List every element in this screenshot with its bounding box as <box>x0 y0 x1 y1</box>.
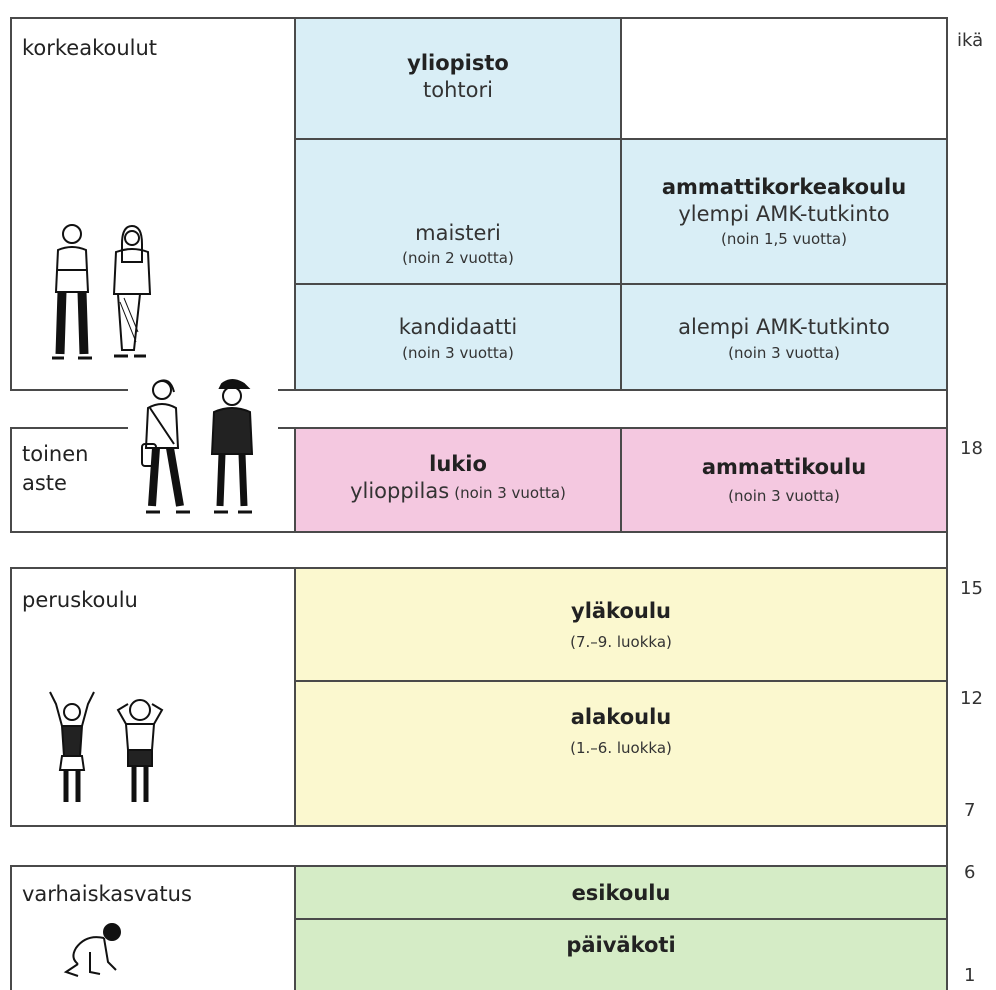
university-students-illustration <box>52 224 152 360</box>
basic-school-kids-illustration <box>49 691 164 802</box>
cell-esikoulu: esikoulu <box>296 867 946 918</box>
divider-yliopisto-amk <box>620 17 622 390</box>
secondary-bottom <box>10 531 947 533</box>
label-varhaiskasvatus: varhaiskasvatus <box>22 882 192 906</box>
maisteri-text: maisteri <box>415 220 501 245</box>
basic-divider <box>294 567 296 827</box>
early-fill <box>295 866 947 990</box>
top-border <box>10 17 947 19</box>
yliopisto-fill <box>295 18 621 138</box>
higher-bottom-right <box>278 389 947 391</box>
kandidaatti-text: kandidaatti <box>398 315 518 340</box>
lukio-title: lukio <box>429 452 487 477</box>
alakoulu-title: alakoulu <box>570 705 672 729</box>
yliopisto-title: yliopisto <box>407 50 509 75</box>
amk-title: ammattikorkeakoulu <box>661 174 907 199</box>
row-line-maisteri <box>294 283 947 285</box>
cell-paivakoti: päiväkoti <box>296 920 946 970</box>
crawling-baby-illustration <box>63 923 121 977</box>
alempi-amk-duration: (noin 3 vuotta) <box>728 343 840 362</box>
kandidaatti-duration: (noin 3 vuotta) <box>402 343 514 362</box>
label-aste: aste <box>22 471 67 496</box>
alakoulu-grades: (1.–6. luokka) <box>570 739 672 757</box>
secondary-left <box>10 427 12 533</box>
age-7: 7 <box>964 800 976 821</box>
label-toinen-aste: toinen aste <box>22 440 88 499</box>
secondary-divider <box>294 427 296 533</box>
esikoulu-title: esikoulu <box>571 880 671 905</box>
lukio-duration: (noin 3 vuotta) <box>454 484 566 503</box>
lukio-line: ylioppilas (noin 3 vuotta) <box>350 476 566 508</box>
cell-ylempi-amk: ammattikorkeakoulu ylempi AMK-tutkinto (… <box>622 140 946 283</box>
ylakoulu-title: yläkoulu <box>571 598 671 623</box>
basic-bottom <box>10 825 947 827</box>
ylioppilas-text: ylioppilas <box>350 479 450 504</box>
early-middle <box>294 918 947 920</box>
left-border-higher <box>10 17 12 390</box>
label-peruskoulu: peruskoulu <box>22 588 138 612</box>
paivakoti-title: päiväkoti <box>566 933 676 957</box>
ammattikoulu-duration: (noin 3 vuotta) <box>728 487 840 505</box>
cell-yliopisto: yliopisto tohtori <box>296 19 620 138</box>
age-18: 18 <box>960 438 983 459</box>
basic-fill <box>295 568 947 826</box>
ylakoulu-grades: (7.–9. luokka) <box>570 632 672 651</box>
label-toinen: toinen <box>22 442 89 466</box>
higher-bottom-left <box>10 389 128 391</box>
basic-middle <box>294 680 947 682</box>
label-korkeakoulut: korkeakoulut <box>22 36 158 60</box>
basic-left <box>10 567 12 827</box>
maisteri-duration: (noin 2 vuotta) <box>402 249 514 268</box>
ammattikoulu-title: ammattikoulu <box>701 455 867 479</box>
divider-higher <box>294 17 296 390</box>
secondary-top-left <box>10 427 128 429</box>
cell-alempi-amk: alempi AMK-tutkinto (noin 3 vuotta) <box>622 285 946 389</box>
age-header: ikä <box>957 30 984 51</box>
secondary-top-right <box>278 427 947 429</box>
row-line-tohtori <box>294 138 947 140</box>
cell-alakoulu: alakoulu (1.–6. luokka) <box>296 682 946 780</box>
ylempi-amk-duration: (noin 1,5 vuotta) <box>721 230 847 249</box>
age-1: 1 <box>964 965 976 986</box>
secondary-students-illustration <box>141 379 254 514</box>
cell-ammattikoulu: ammattikoulu (noin 3 vuotta) <box>622 429 946 531</box>
cell-ylakoulu: yläkoulu (7.–9. luokka) <box>296 569 946 680</box>
basic-top <box>10 567 947 569</box>
cell-kandidaatti: kandidaatti (noin 3 vuotta) <box>296 285 620 389</box>
tohtori-text: tohtori <box>423 77 493 102</box>
age-15: 15 <box>960 578 983 599</box>
cell-maisteri: maisteri (noin 2 vuotta) <box>296 140 620 283</box>
early-top <box>10 865 947 867</box>
age-6: 6 <box>964 862 976 883</box>
early-divider <box>294 865 296 990</box>
secondary-middle <box>620 427 622 533</box>
age-12: 12 <box>960 688 983 709</box>
ylempi-amk-text: ylempi AMK-tutkinto <box>678 201 890 226</box>
early-left <box>10 865 12 990</box>
alempi-amk-text: alempi AMK-tutkinto <box>678 315 890 340</box>
cell-lukio: lukio ylioppilas (noin 3 vuotta) <box>296 429 620 531</box>
age-axis-line <box>946 17 948 990</box>
